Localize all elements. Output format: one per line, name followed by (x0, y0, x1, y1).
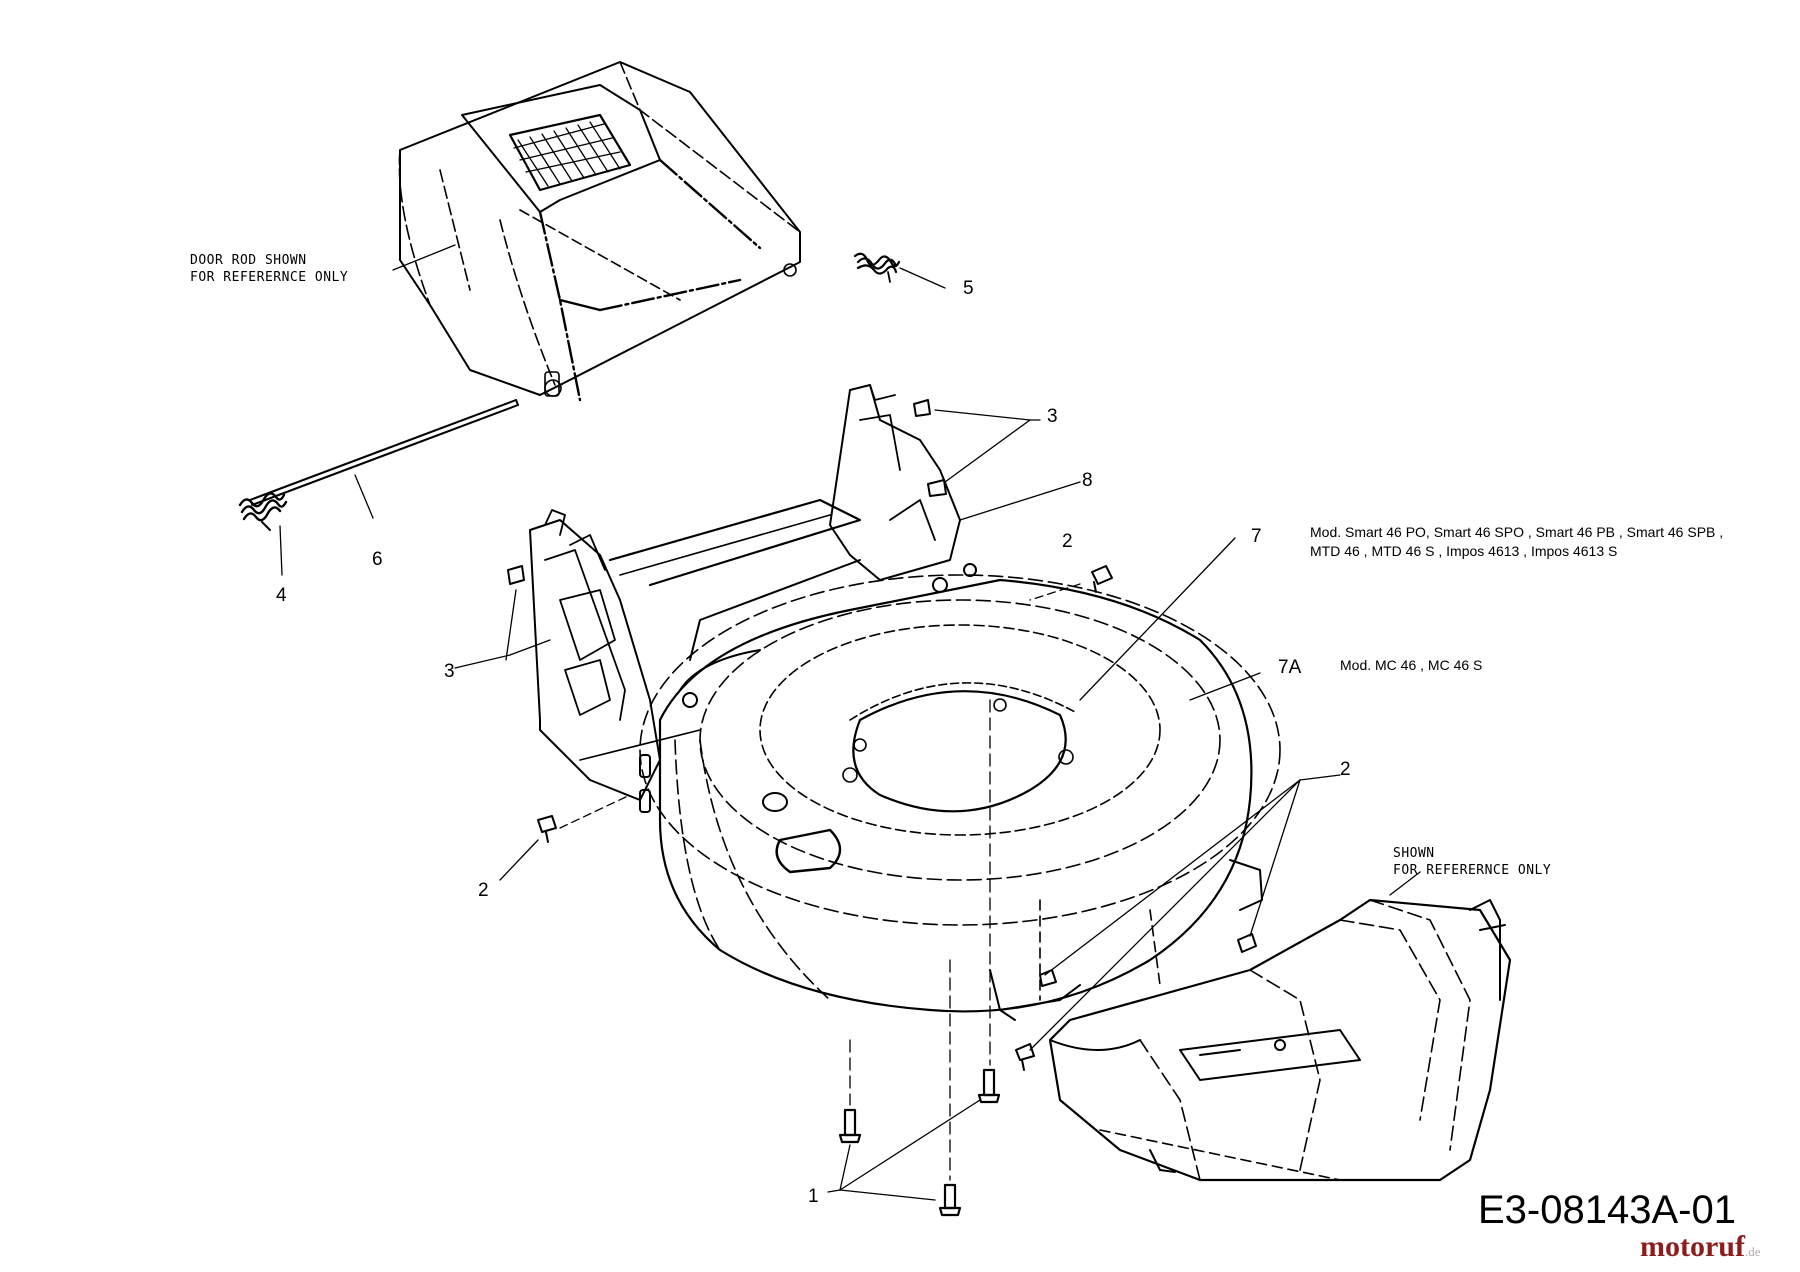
callout-1: 1 (808, 1186, 819, 1207)
callout-3-left: 3 (444, 661, 455, 682)
callout-4: 4 (276, 585, 287, 606)
bolt-part-2 (537, 565, 1257, 1071)
callout-7: 7 (1251, 526, 1262, 547)
callout-2-top: 2 (1062, 531, 1073, 552)
door-rod-note-line-2: FOR REFERERNCE ONLY (190, 270, 349, 285)
callout-2-left: 2 (478, 880, 489, 901)
nut-part-3 (507, 399, 947, 585)
spring-part-5 (853, 252, 901, 283)
brand-watermark: motoruf.de (1640, 1232, 1761, 1262)
spring-part-4 (238, 492, 288, 531)
shown-reference-note: SHOWN FOR REFERERNCE ONLY (1393, 845, 1551, 879)
door-rod-part-6 (249, 399, 519, 506)
deck-housing-part-7 (639, 574, 1281, 1021)
callout-2-right: 2 (1340, 759, 1351, 780)
callout-8: 8 (1082, 470, 1093, 491)
door-rod-note-line-1: DOOR ROD SHOWN (190, 253, 307, 268)
shown-note-line-2: FOR REFERERNCE ONLY (1393, 863, 1552, 878)
model-list-7: Mod. Smart 46 PO, Smart 46 SPO , Smart 4… (1310, 523, 1723, 561)
callout-7a: 7A (1278, 657, 1302, 678)
diagram-code: E3-08143A-01 (1478, 1188, 1736, 1232)
door-rod-reference-note: DOOR ROD SHOWN FOR REFERERNCE ONLY (190, 252, 348, 286)
callout-3-top: 3 (1047, 406, 1058, 427)
brand-name: motoruf (1640, 1230, 1745, 1263)
door-cover-part (398, 61, 801, 402)
callout-5: 5 (963, 278, 974, 299)
model-list-7-line-2: MTD 46 , MTD 46 S , Impos 4613 , Impos 4… (1310, 543, 1618, 559)
screw-part-1 (838, 1068, 1001, 1217)
callout-6: 6 (372, 549, 383, 570)
model-list-7-line-1: Mod. Smart 46 PO, Smart 46 SPO , Smart 4… (1310, 524, 1724, 540)
shown-note-line-1: SHOWN (1393, 846, 1435, 861)
brand-tld: .de (1744, 1244, 1761, 1259)
model-list-7a: Mod. MC 46 , MC 46 S (1340, 657, 1483, 673)
rear-flap-reference-part (1039, 898, 1512, 1182)
